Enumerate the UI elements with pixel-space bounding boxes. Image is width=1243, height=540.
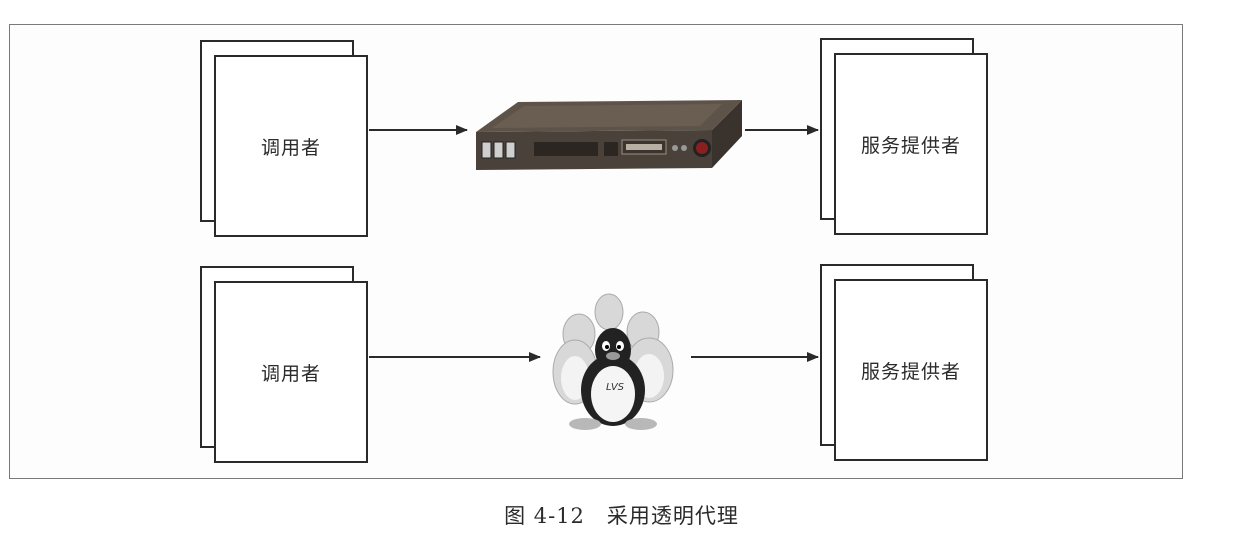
hardware-load-balancer-icon (476, 100, 742, 170)
lvs-label: LVS (606, 382, 625, 393)
caller-label-top: 调用者 (260, 136, 321, 159)
provider-doc-front-bottom: 服务提供者 (834, 279, 988, 461)
figure-caption: 图 4-12 采用透明代理 (0, 500, 1243, 530)
caller-label-bottom: 调用者 (260, 362, 321, 385)
provider-label-top: 服务提供者 (860, 134, 961, 157)
caller-doc-front-top: 调用者 (214, 55, 368, 237)
lvs-penguins-icon: LVS (552, 293, 674, 430)
figure-title: 采用透明代理 (606, 504, 739, 528)
provider-doc-front-top: 服务提供者 (834, 53, 988, 235)
caller-doc-front-bottom: 调用者 (214, 281, 368, 463)
provider-label-bottom: 服务提供者 (860, 360, 961, 383)
figure-number: 图 4-12 (504, 504, 585, 528)
